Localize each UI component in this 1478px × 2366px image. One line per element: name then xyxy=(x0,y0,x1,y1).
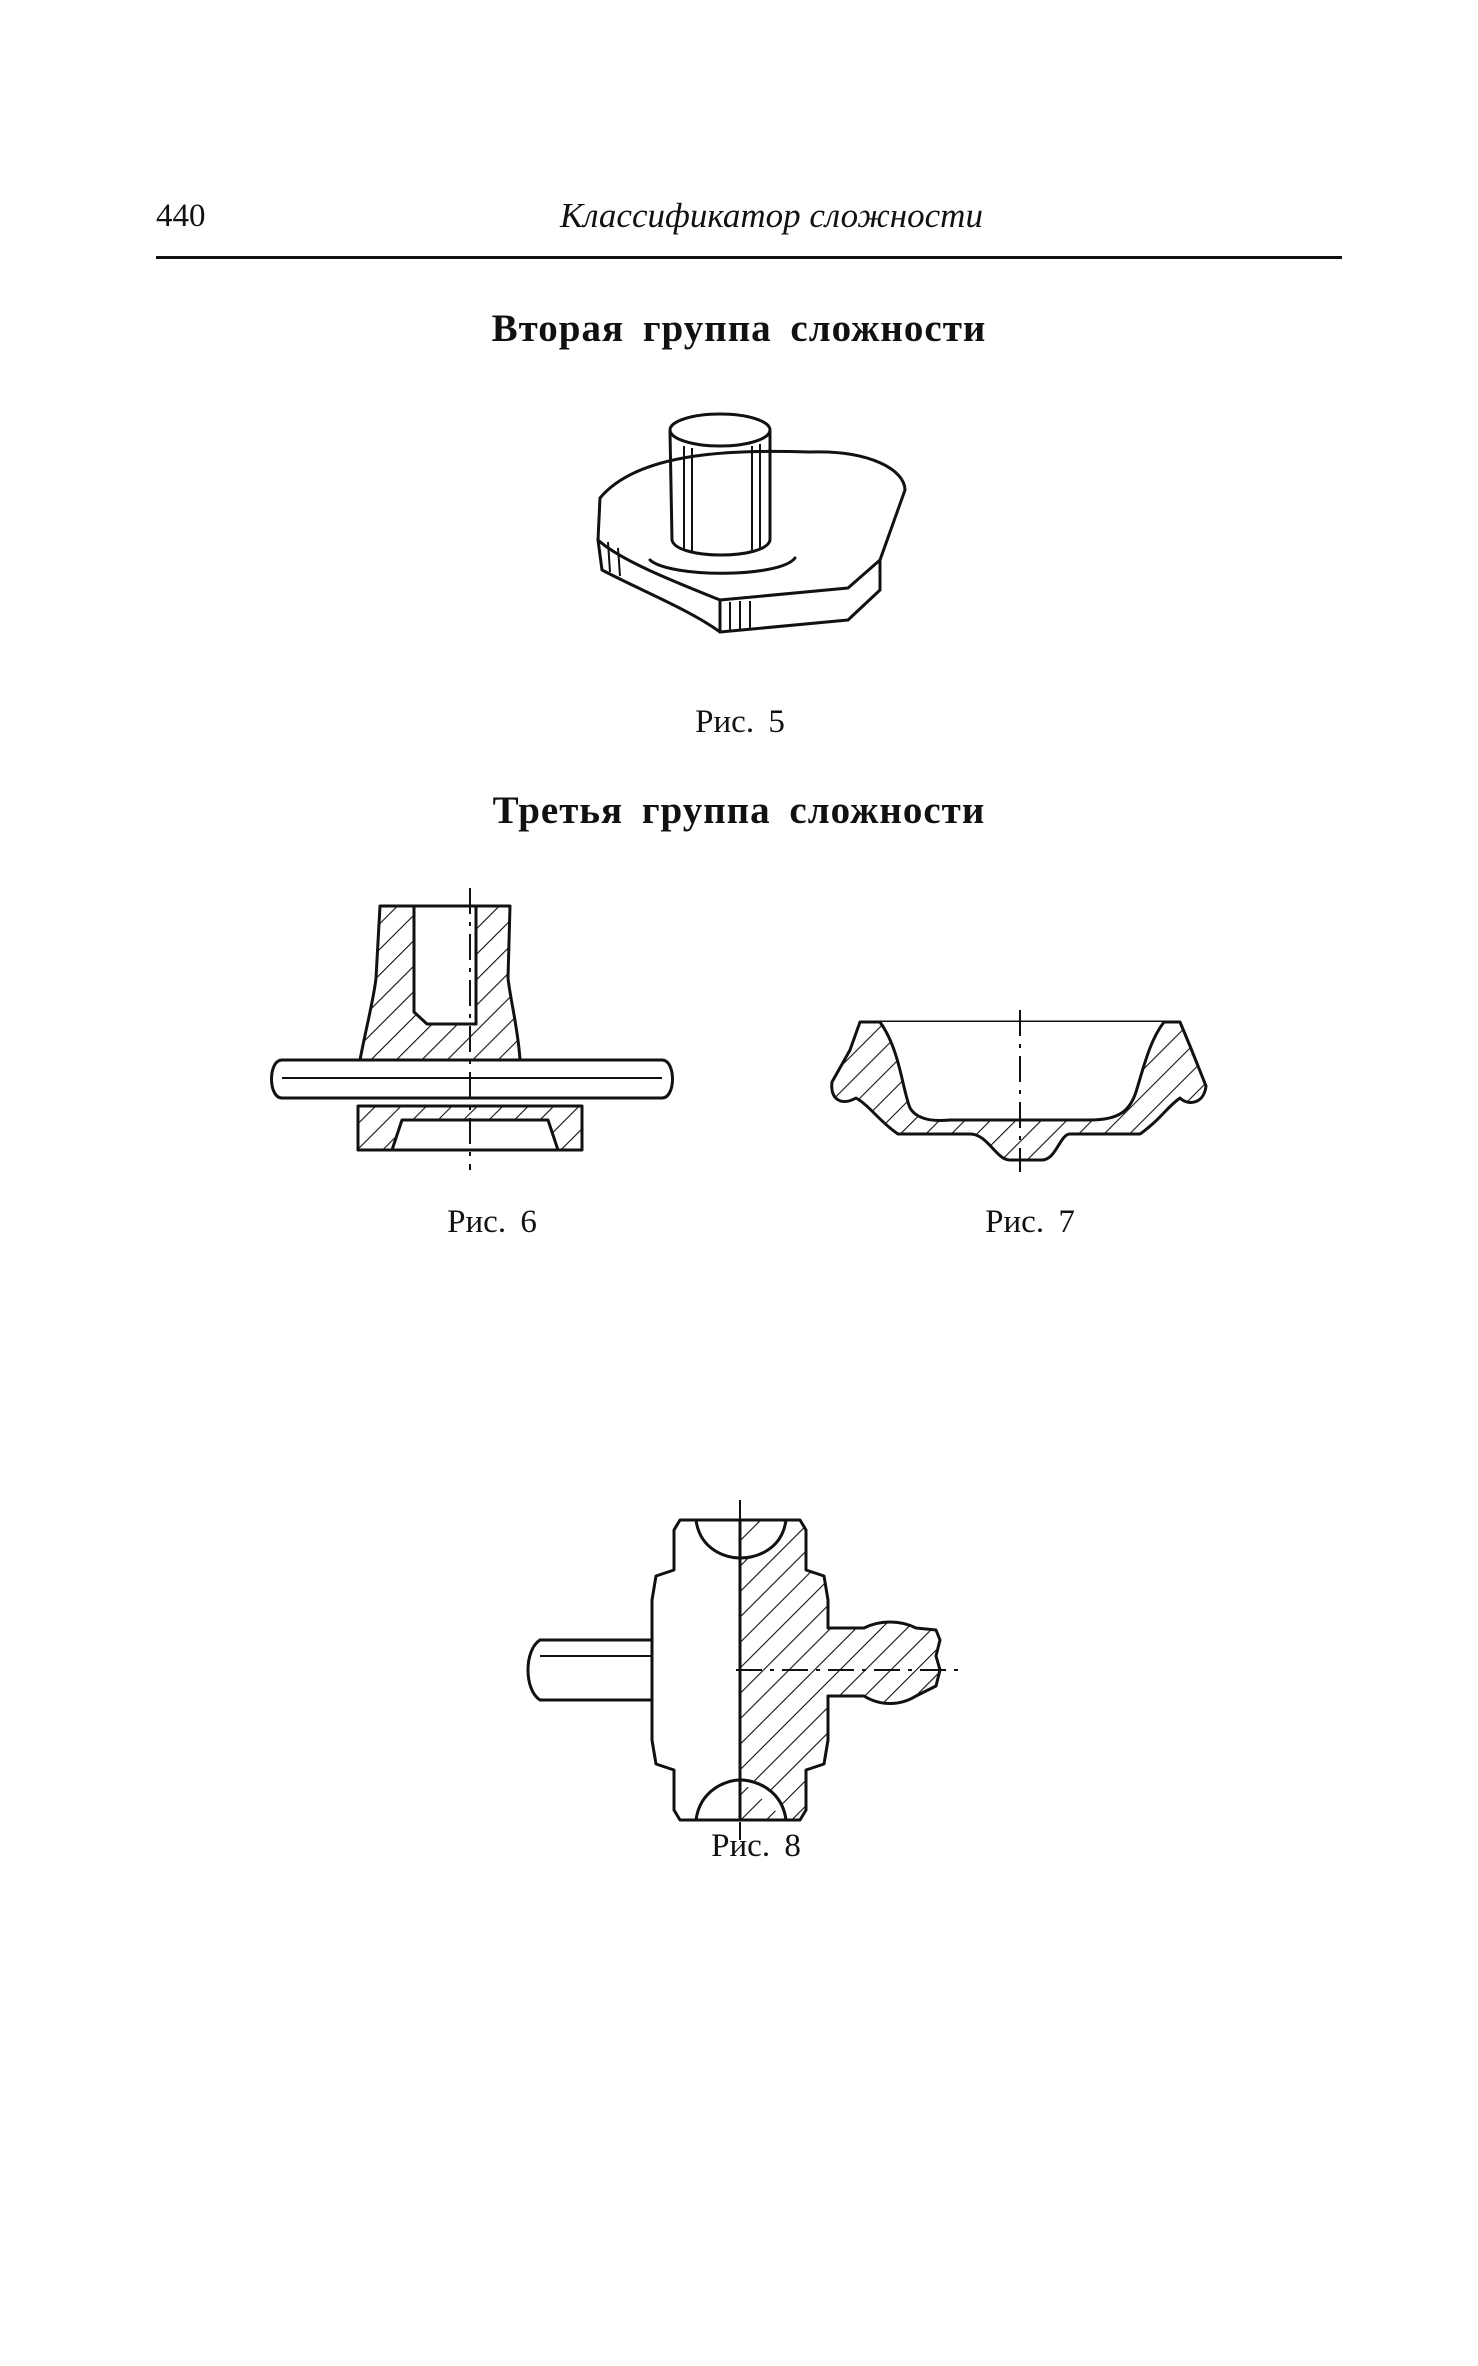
section-heading-third-group: Третья группа сложности xyxy=(492,789,986,832)
figure-caption-7: Рис. 7 xyxy=(985,1204,1075,1240)
forging-section-bowl-icon xyxy=(830,1010,1208,1172)
section-heading-second-group: Вторая группа сложности xyxy=(491,307,987,350)
page-number: 440 xyxy=(156,198,206,234)
figure-caption-8: Рис. 8 xyxy=(711,1828,801,1864)
figure-caption-5: Рис. 5 xyxy=(695,704,785,740)
forging-flange-with-boss-icon xyxy=(596,412,907,634)
forging-section-double-flange-shaft-icon xyxy=(526,1500,960,1840)
running-title: Классификатор сложности xyxy=(560,196,983,235)
header-rule xyxy=(156,256,1342,259)
figure-caption-6: Рис. 6 xyxy=(447,1204,537,1240)
forging-section-cup-with-flange-icon xyxy=(270,888,674,1170)
